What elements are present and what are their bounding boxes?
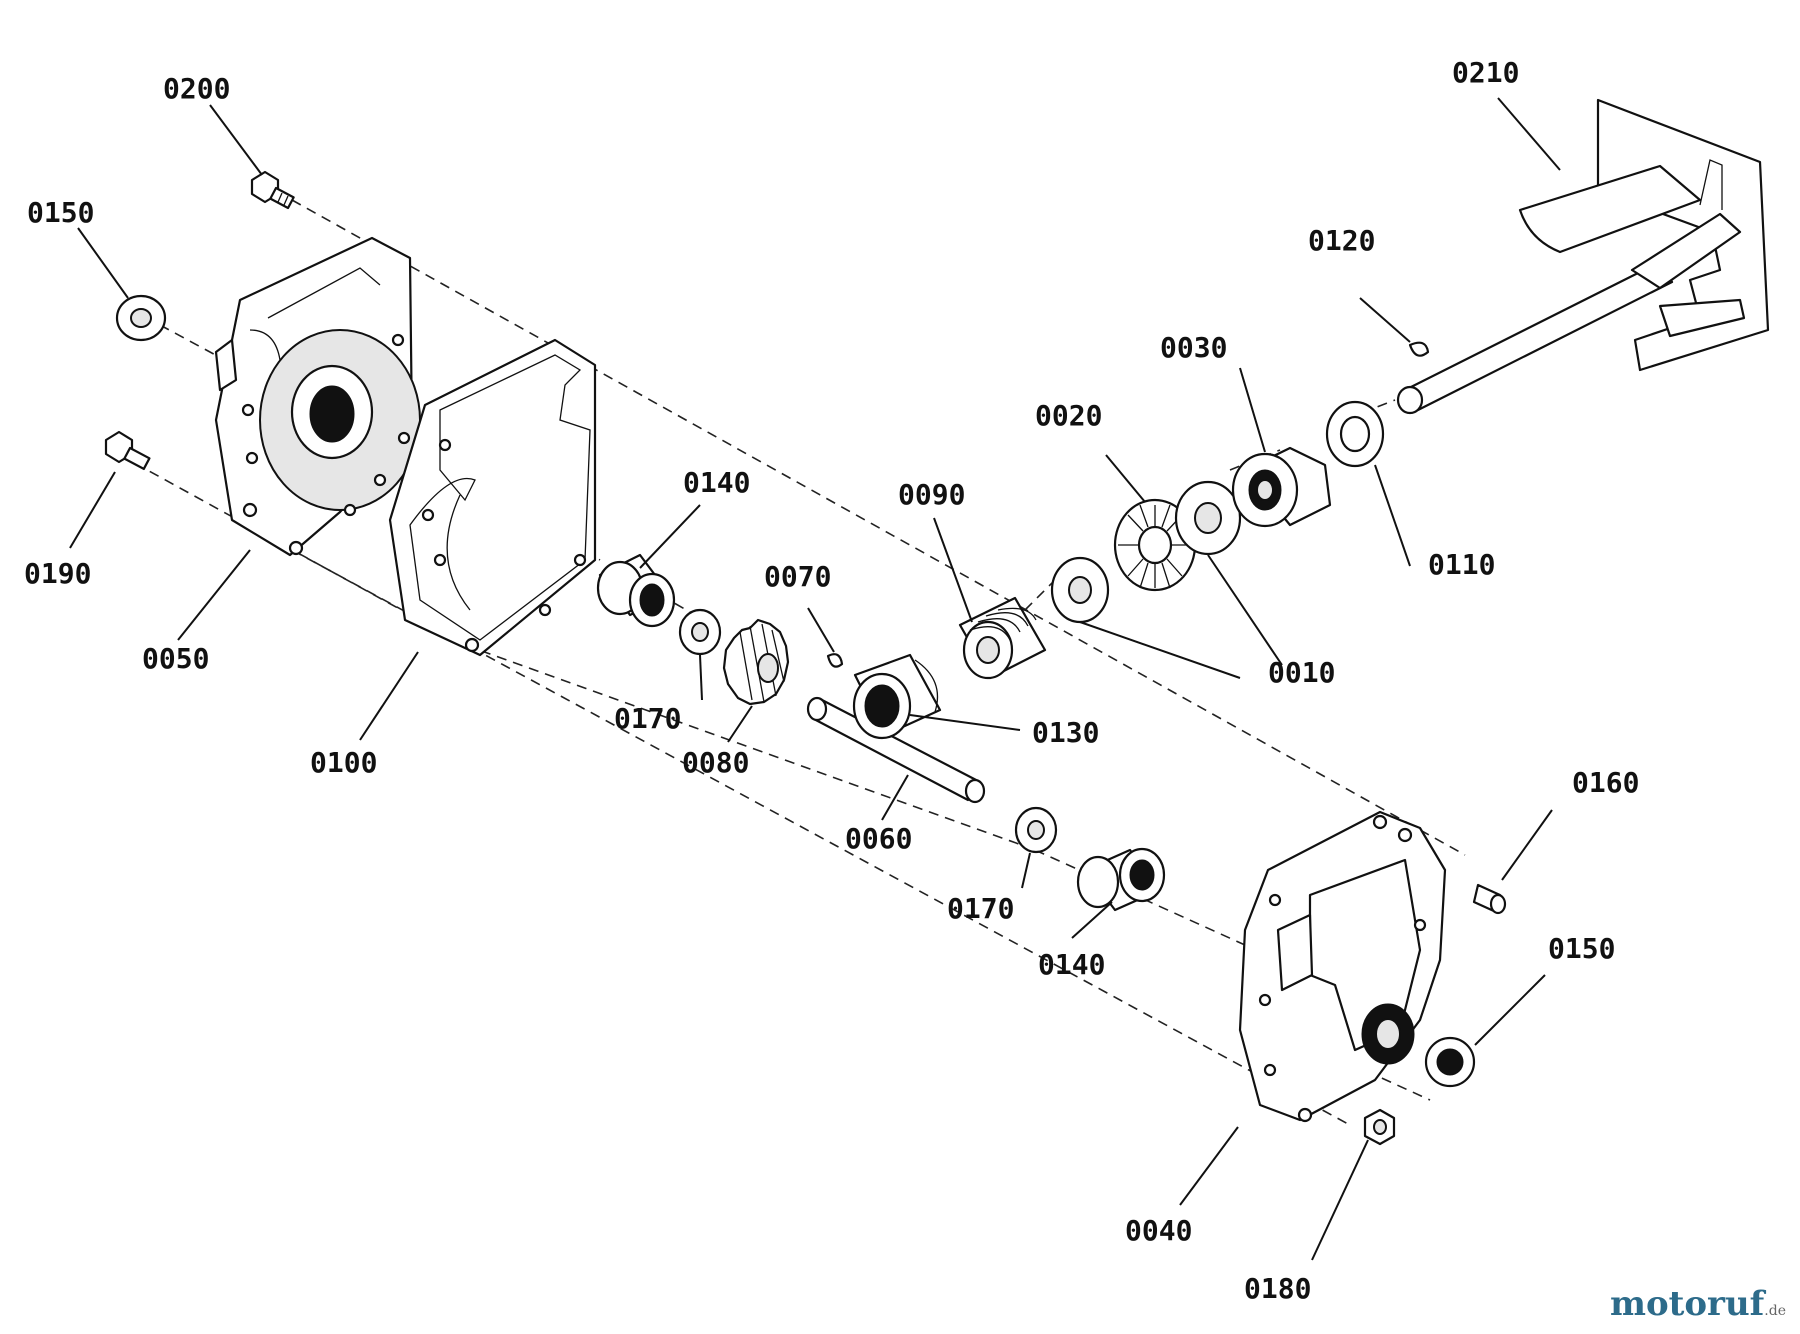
watermark-tld: .de — [1764, 1303, 1786, 1319]
washer-0010-lower-shape — [1050, 556, 1110, 624]
thrust-bearing-0020-shape — [1113, 498, 1197, 592]
watermark-brand: motoruf — [1610, 1284, 1765, 1324]
part-label-0050: 0050 — [142, 642, 209, 675]
part-label-0120: 0120 — [1308, 224, 1375, 257]
part-label-0170-upper: 0170 — [614, 702, 681, 735]
washer-0170-upper-shape — [678, 608, 722, 656]
sleeve-0130-shape — [852, 653, 942, 740]
part-label-0060: 0060 — [845, 822, 912, 855]
key-0120-shape — [1408, 341, 1430, 357]
washer-0170-lower-shape — [1014, 806, 1058, 854]
set-screw-0160-shape — [1472, 883, 1507, 915]
housing-0040-shape — [1238, 810, 1447, 1123]
bushing-0140-lower-shape — [1076, 847, 1166, 912]
washer-0010-upper-shape — [1174, 480, 1242, 556]
washer-0110-shape — [1325, 400, 1385, 468]
part-label-0070: 0070 — [764, 560, 831, 593]
part-label-0090: 0090 — [898, 478, 965, 511]
part-label-0200: 0200 — [163, 72, 230, 105]
bolt-0200-shape — [250, 170, 295, 210]
part-label-0030: 0030 — [1160, 331, 1227, 364]
motoruf-watermark: motoruf.de — [1610, 1284, 1786, 1324]
part-label-0140-lower: 0140 — [1038, 948, 1105, 981]
housing-0050-shape — [214, 236, 421, 557]
nut-0180-shape — [1363, 1108, 1396, 1146]
nut-0150-left-shape — [115, 294, 167, 342]
part-label-0040: 0040 — [1125, 1214, 1192, 1247]
part-label-0100: 0100 — [310, 746, 377, 779]
bushing-0030-shape — [1231, 446, 1332, 528]
part-label-0150-left: 0150 — [27, 196, 94, 229]
part-label-0210: 0210 — [1452, 56, 1519, 89]
gear-0080-shape — [722, 618, 790, 706]
part-label-0180: 0180 — [1244, 1272, 1311, 1305]
shaft-0060-shape — [806, 696, 986, 804]
bolt-0190-shape — [104, 430, 151, 471]
worm-gear-0090-shape — [958, 596, 1047, 680]
part-label-0080: 0080 — [682, 746, 749, 779]
leader-lines — [69, 97, 1561, 1261]
auger-0210-shape — [1396, 98, 1770, 415]
key-0070-shape — [826, 653, 844, 668]
part-label-0140-upper: 0140 — [683, 466, 750, 499]
bushing-0140-upper-shape — [596, 553, 676, 628]
part-label-0150-right: 0150 — [1548, 932, 1615, 965]
part-label-0010: 0010 — [1268, 656, 1335, 689]
part-label-0190: 0190 — [24, 557, 91, 590]
part-label-0020: 0020 — [1035, 399, 1102, 432]
nut-0150-right-shape — [1424, 1036, 1476, 1088]
part-label-0110: 0110 — [1428, 548, 1495, 581]
part-label-0170-lower: 0170 — [947, 892, 1014, 925]
gasket-0100-shape — [388, 338, 597, 657]
part-label-0160: 0160 — [1572, 766, 1639, 799]
part-label-0130: 0130 — [1032, 716, 1099, 749]
part-labels: 0200 0150 0190 0050 0100 0140 0170 0080 … — [24, 56, 1639, 1305]
